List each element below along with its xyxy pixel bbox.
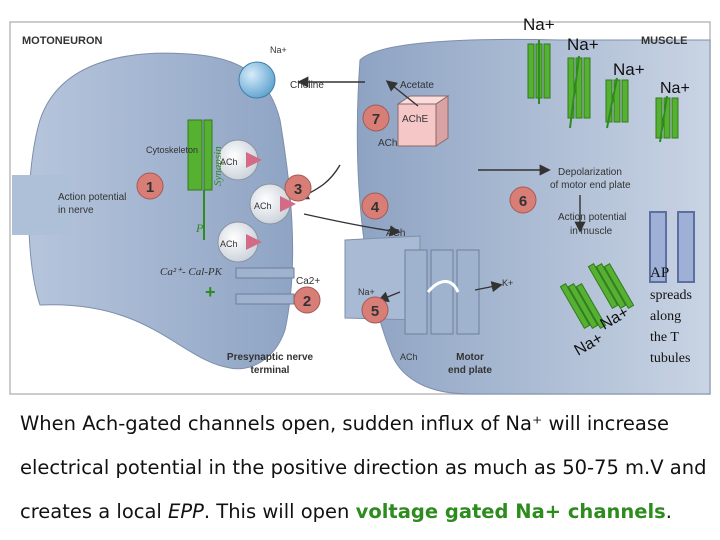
depol-line1: Depolarization (558, 167, 622, 178)
depol-line2: of motor end plate (550, 180, 631, 191)
ca-cal-pk-label: Ca²⁺- Cal-PK (160, 266, 223, 278)
ach-vesicle-2: ACh (254, 201, 272, 211)
plus-label: + (205, 282, 216, 302)
ach-cleft-label: ACh (378, 138, 397, 149)
na-label-3: Na+ (613, 60, 645, 79)
cytoskeleton-label: Cytoskeleton (146, 145, 198, 155)
na-label-1: Na+ (523, 15, 555, 34)
motoneuron-terminal (28, 52, 294, 370)
ca2-label: Ca2+ (296, 276, 320, 287)
ach-gated-channel (404, 249, 480, 335)
caption-line-2: electrical potential in the positive dir… (20, 456, 707, 479)
ap-note-line-4: the T (650, 330, 679, 345)
motoneuron-title: MOTONEURON (22, 35, 103, 47)
ap-muscle-line1: Action potential (558, 212, 626, 223)
presynaptic-line2: terminal (251, 365, 290, 376)
ap-note-line-1: AP (650, 265, 669, 281)
caption-voltage-gated: voltage gated Na+ channels (355, 500, 666, 523)
muscle-title: MUSCLE (641, 35, 687, 47)
ap-nerve-line1: Action potential (58, 192, 126, 203)
ach-wedge-2 (280, 196, 296, 212)
step-6: 6 (519, 193, 527, 210)
ache-label: AChE (402, 114, 428, 125)
ca-channel-top (235, 267, 295, 279)
k-channel-label: K+ (502, 278, 513, 288)
ap-note-line-3: along (650, 309, 681, 324)
na-label-4: Na+ (660, 80, 690, 97)
ca-channel-bottom (235, 293, 295, 305)
presynaptic-line1: Presynaptic nerve (227, 352, 314, 363)
pathway-arrows (297, 76, 586, 303)
ach-vesicle-3: ACh (220, 239, 238, 249)
na-label-2: Na+ (567, 35, 599, 54)
na-channel-label: Na+ (358, 287, 375, 297)
ach-vesicle-1: ACh (220, 157, 238, 167)
motor-line2: end plate (448, 365, 492, 376)
caption-line-1: When Ach-gated channels open, sudden inf… (20, 412, 670, 435)
choline-transporter (238, 61, 276, 99)
caption-line-3-a: creates a local (20, 500, 169, 523)
caption-line-3-c: . (665, 500, 672, 523)
caption-line-3: creates a local EPP. This will open volt… (20, 500, 710, 523)
step-circles: 1 2 3 4 5 6 7 (136, 104, 537, 324)
synapsin-label: Synapsin (212, 146, 224, 186)
step-5: 5 (371, 303, 379, 320)
na-top-label: Na+ (270, 45, 287, 55)
choline-label: Choline (290, 80, 324, 91)
ap-note-line-2: spreads (650, 288, 692, 303)
synapsin-bar-2 (203, 119, 213, 191)
caption-epp: EPP (168, 500, 204, 523)
step-7: 7 (372, 111, 380, 128)
na-channels-lower (559, 263, 635, 329)
motor-line1: Motor (456, 352, 484, 363)
ach-bottom-label: ACh (400, 352, 418, 362)
p-label: P (195, 221, 204, 235)
axon-shaft (12, 175, 72, 235)
ach-wedge-3 (246, 234, 262, 250)
ap-nerve-line2: in nerve (58, 205, 94, 216)
ach-cleft-lower-label: ACh (386, 228, 405, 239)
caption-line-3-b: . This will open (203, 500, 356, 523)
synapsin-bar (187, 119, 203, 191)
step-2: 2 (303, 293, 311, 310)
t-tubule-2 (677, 211, 695, 283)
ache-enzyme (396, 95, 450, 147)
t-tubule-1 (649, 211, 667, 283)
step-1: 1 (146, 179, 154, 196)
ap-note-line-5: tubules (650, 351, 690, 366)
step-4: 4 (371, 199, 380, 216)
ap-muscle-line2: in muscle (570, 226, 613, 237)
ach-wedge-1 (246, 152, 262, 168)
step-3: 3 (294, 181, 302, 198)
ap-note: AP spreads along the T tubules (650, 265, 692, 366)
acetate-label: Acetate (400, 80, 434, 91)
na-arrows-top (538, 40, 668, 143)
